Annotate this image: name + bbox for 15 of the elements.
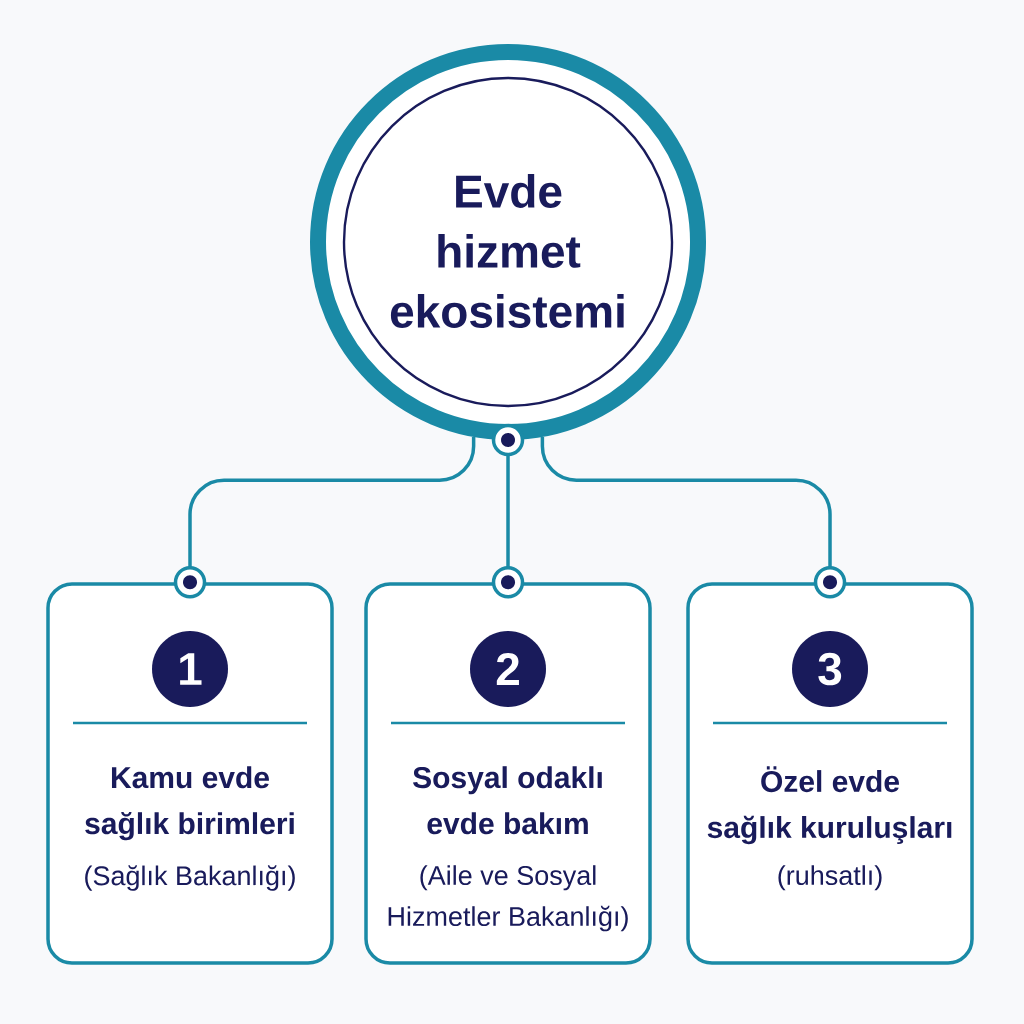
connector-line bbox=[173, 437, 476, 599]
number-badge: 1 bbox=[152, 631, 228, 707]
card bbox=[46, 582, 334, 965]
connector-line bbox=[540, 437, 847, 599]
card-title: Kamu evde sağlık birimleri bbox=[85, 766, 294, 841]
card-subtitle: (Aile ve Sosyal Hizmetler Bakanlığı) bbox=[388, 865, 628, 932]
card-subtitle: (ruhsatlı) bbox=[778, 865, 882, 891]
connector-line bbox=[491, 423, 525, 599]
number-badge: 3 bbox=[792, 631, 868, 707]
card bbox=[364, 582, 652, 965]
card bbox=[686, 582, 974, 965]
card-subtitle: (Sağlık Bakanlığı) bbox=[85, 865, 295, 891]
card-title: Sosyal odaklı evde bakım bbox=[413, 766, 602, 835]
number-badge: 2 bbox=[470, 631, 546, 707]
card-title: Özel evde sağlık kuruluşları bbox=[707, 766, 952, 845]
